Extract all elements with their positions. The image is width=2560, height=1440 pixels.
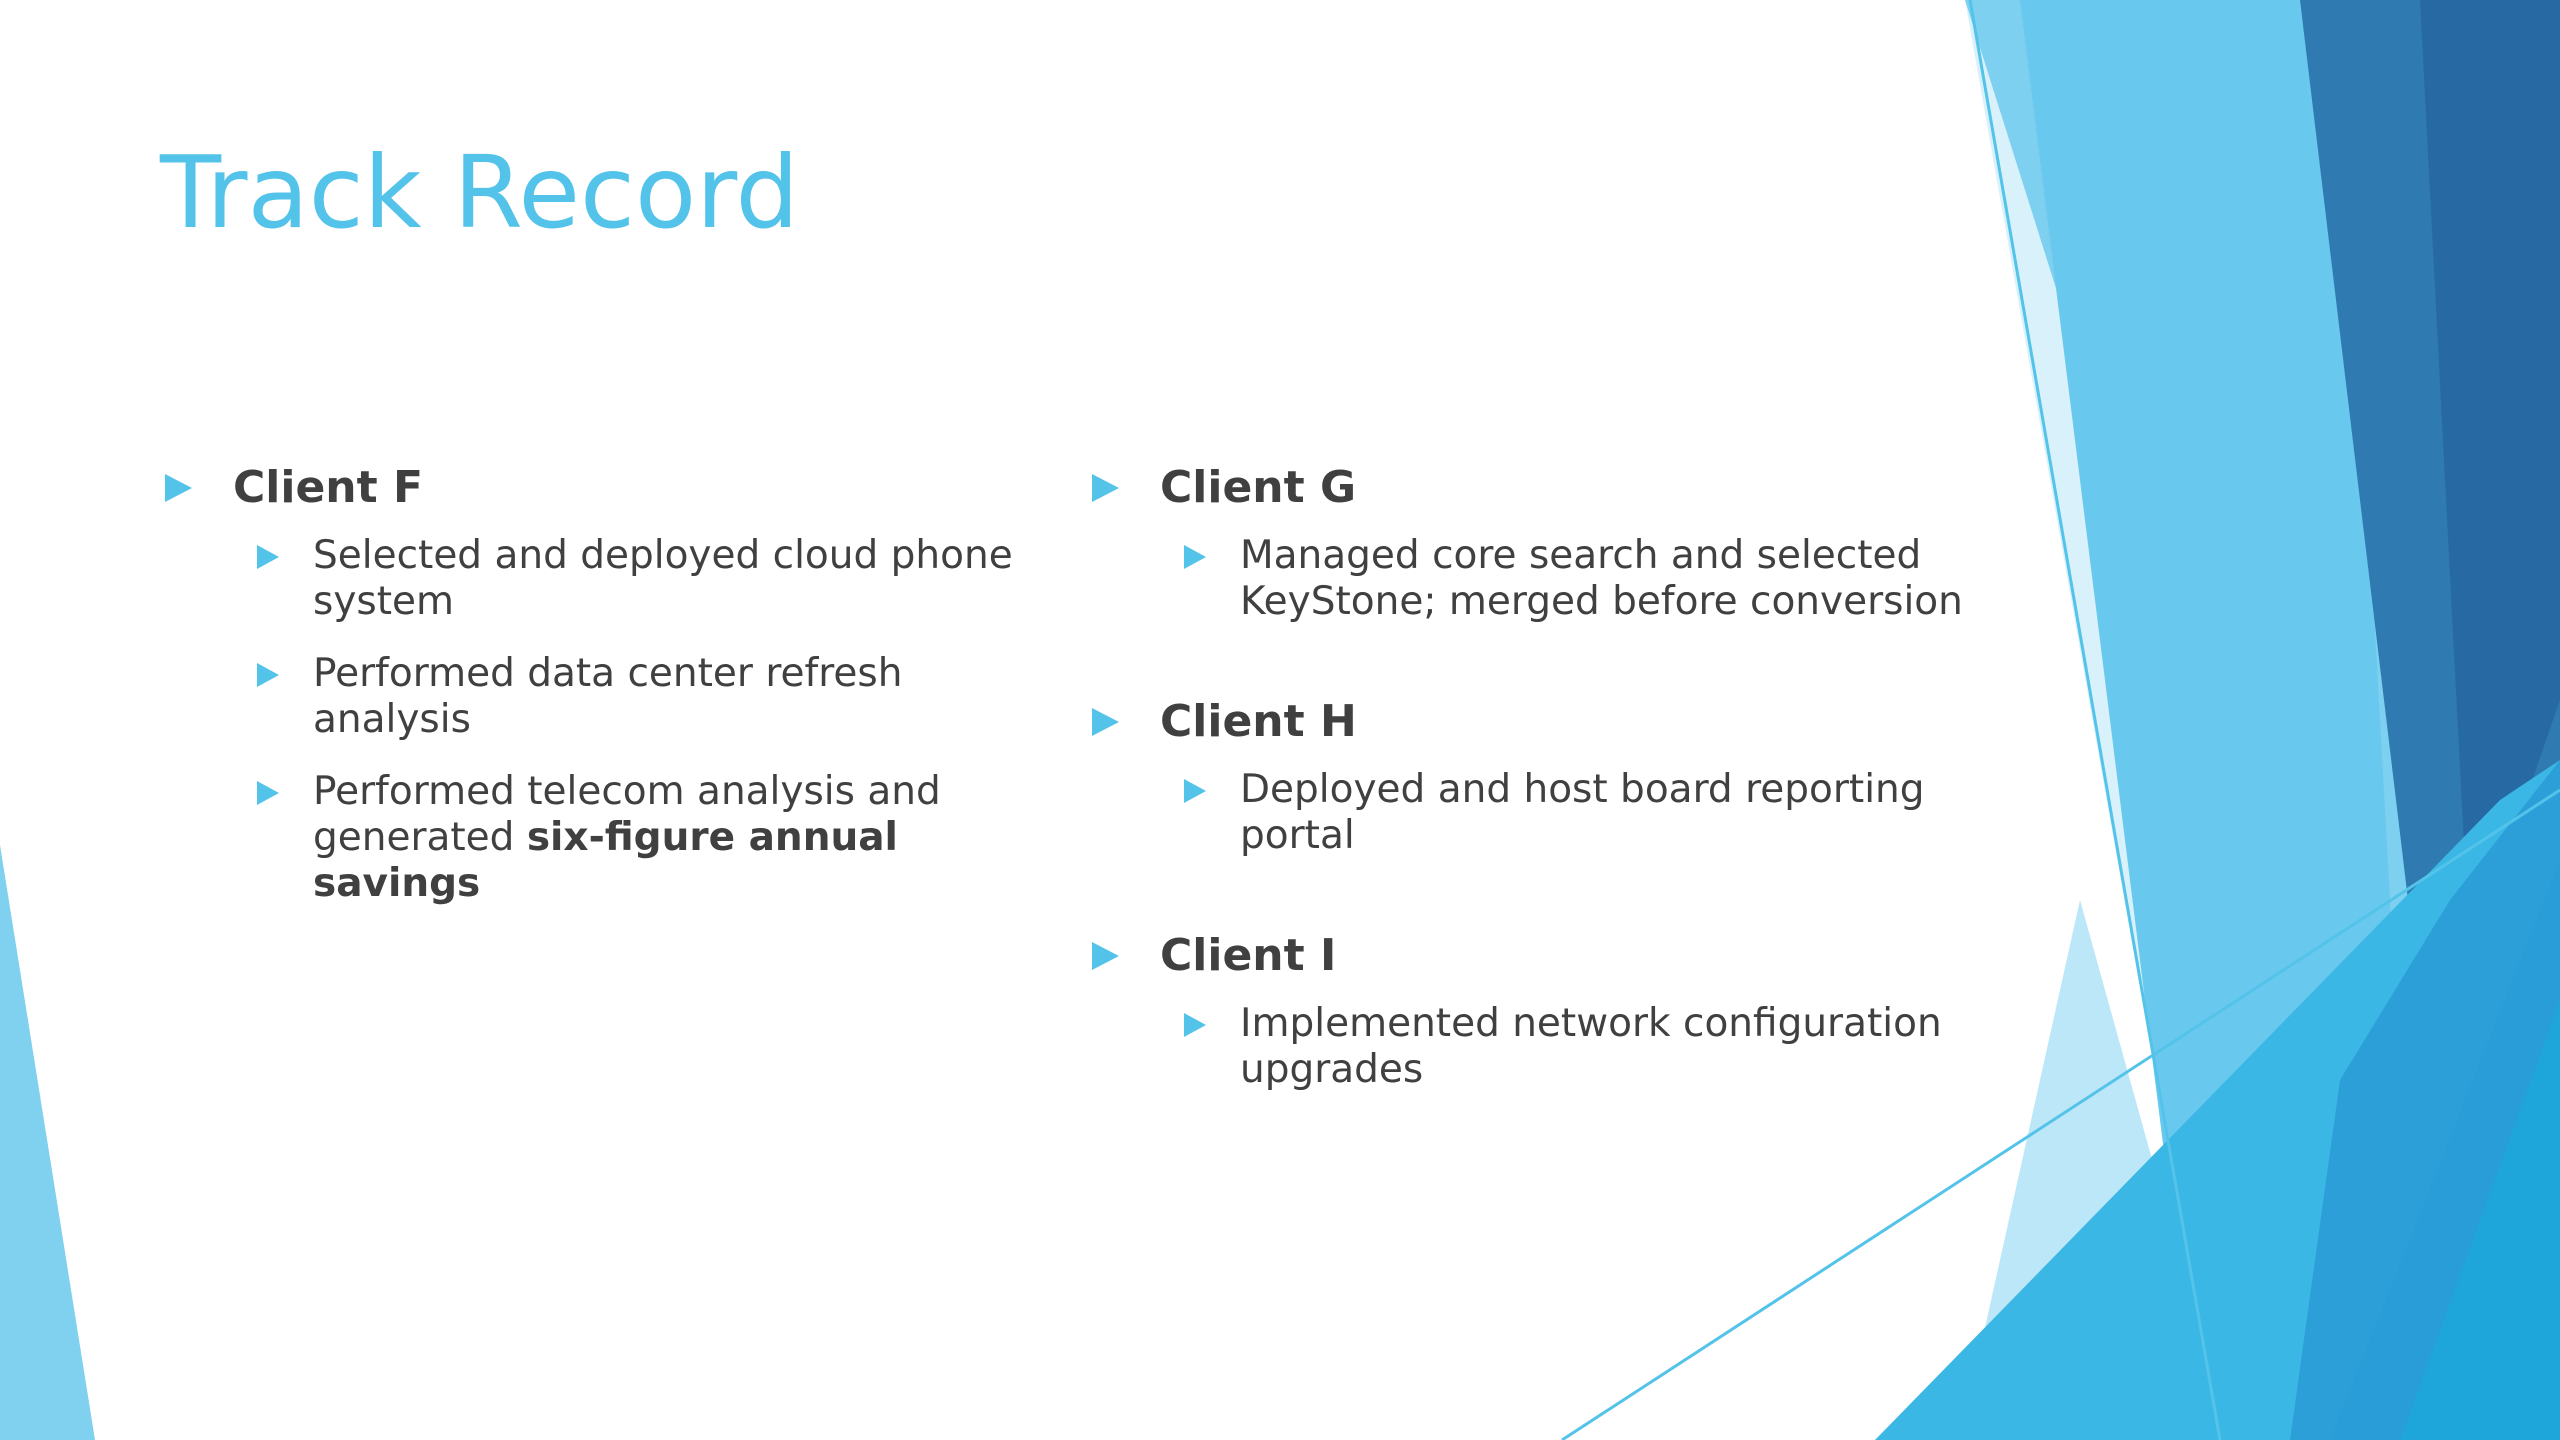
bullet-triangle-icon: [1092, 474, 1119, 502]
sub-bullet-triangle-icon: [1184, 1013, 1206, 1037]
client-block: Client F Selected and deployed cloud phon…: [160, 455, 1040, 907]
sub-bullet-triangle-icon: [257, 781, 279, 805]
sub-bullet-text: Managed core search and selected KeySton…: [1240, 533, 1967, 625]
sub-bullet: Performed data center refresh analysis: [257, 651, 1040, 743]
sub-bullet-triangle-icon: [257, 663, 279, 687]
bullet-triangle-icon: [165, 474, 192, 502]
slide-title: Track Record: [160, 134, 799, 251]
client-name: Client F: [233, 462, 424, 513]
sub-bullet-plain-text: Deployed and host board reporting portal: [1240, 767, 1925, 858]
left-column: Client F Selected and deployed cloud phon…: [160, 455, 1040, 971]
client-block: Client I Implemented network configuratio…: [1087, 923, 1967, 1093]
facet-blue-mid: [2290, 760, 2560, 1440]
sub-bullet-text: Performed telecom analysis and generated…: [313, 769, 1040, 907]
sub-bullet-triangle-icon: [257, 545, 279, 569]
client-name: Client I: [1160, 930, 1337, 981]
thin-line-2: [1561, 788, 2560, 1440]
left-edge-shape: [0, 845, 95, 1440]
sub-bullet: Performed telecom analysis and generated…: [257, 769, 1040, 907]
client-heading: Client H: [1087, 689, 1967, 755]
sub-bullet-plain-text: Implemented network configuration upgrad…: [1240, 1001, 1942, 1092]
sub-bullet-text: Performed data center refresh analysis: [313, 651, 1040, 743]
facet-dark-side: [2420, 0, 2560, 960]
client-heading: Client I: [1087, 923, 1967, 989]
bullet-triangle-icon: [1092, 708, 1119, 736]
sub-bullet: Deployed and host board reporting portal: [1184, 767, 1967, 859]
sub-bullet-list: Deployed and host board reporting portal: [1184, 767, 1967, 859]
right-column: Client G Managed core search and selected…: [1087, 455, 1967, 1157]
client-block: Client G Managed core search and selected…: [1087, 455, 1967, 625]
sub-bullet-plain-text: Selected and deployed cloud phone system: [313, 533, 1013, 624]
bullet-triangle-icon: [1092, 942, 1119, 970]
client-heading: Client G: [1087, 455, 1967, 521]
sub-bullet-list: Implemented network configuration upgrad…: [1184, 1001, 1967, 1093]
sub-bullet-text: Deployed and host board reporting portal: [1240, 767, 1967, 859]
client-heading: Client F: [160, 455, 1040, 521]
client-name: Client G: [1160, 462, 1357, 513]
sub-bullet-list: Selected and deployed cloud phone system…: [257, 533, 1040, 907]
sub-bullet-triangle-icon: [1184, 779, 1206, 803]
sub-bullet-triangle-icon: [1184, 545, 1206, 569]
sub-bullet-text: Selected and deployed cloud phone system: [313, 533, 1040, 625]
sub-bullet: Selected and deployed cloud phone system: [257, 533, 1040, 625]
client-name: Client H: [1160, 696, 1357, 747]
sub-bullet-plain-text: Managed core search and selected KeySton…: [1240, 533, 1963, 624]
sub-bullet-text: Implemented network configuration upgrad…: [1240, 1001, 1967, 1093]
sub-bullet: Managed core search and selected KeySton…: [1184, 533, 1967, 625]
sub-bullet: Implemented network configuration upgrad…: [1184, 1001, 1967, 1093]
sub-bullet-list: Managed core search and selected KeySton…: [1184, 533, 1967, 625]
sub-bullet-plain-text: Performed data center refresh analysis: [313, 651, 903, 742]
sub-bullet-bold-text: six-figure annual savings: [313, 815, 898, 906]
client-block: Client H Deployed and host board reportin…: [1087, 689, 1967, 859]
thin-line-1: [1968, 0, 2222, 1440]
sub-bullet-plain-text: Performed telecom analysis and generated: [313, 769, 941, 860]
